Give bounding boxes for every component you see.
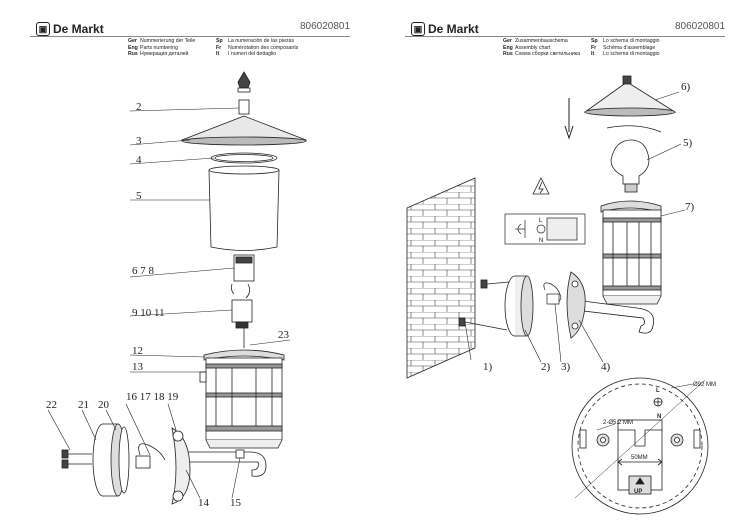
part-9-11-holder bbox=[231, 299, 253, 323]
exploded-parts-diagram: 2 3 4 5 6 7 8 9 10 11 12 13 23 22 21 20 … bbox=[46, 71, 308, 509]
label-parts-6-7-8: 6 7 8 bbox=[132, 265, 155, 277]
down-arrow-icon bbox=[564, 98, 574, 140]
label-part-15: 15 bbox=[230, 497, 242, 509]
brand-logo: ▣ De Markt bbox=[411, 22, 479, 36]
step-4-bracket bbox=[566, 271, 586, 339]
brand-logo-icon: ▣ bbox=[36, 22, 50, 36]
label-part-13: 13 bbox=[132, 361, 144, 373]
label-part-2: 2 bbox=[136, 101, 142, 113]
label-part-20: 20 bbox=[98, 399, 110, 411]
label-part-12: 12 bbox=[132, 345, 143, 357]
brick-wall bbox=[406, 177, 476, 379]
mounting-plate-detail bbox=[571, 377, 709, 515]
product-sku: 806020801 bbox=[675, 21, 726, 32]
label-parts-16-19: 16 17 18 19 bbox=[126, 391, 179, 403]
step-7-lantern bbox=[600, 200, 662, 305]
label-part-5: 5 bbox=[136, 190, 142, 202]
brand-logo-icon: ▣ bbox=[411, 22, 425, 36]
detail-up: UP bbox=[634, 489, 642, 495]
detail-diameter: Ø92 MM bbox=[693, 382, 716, 388]
header-rule bbox=[30, 36, 350, 37]
part-16-19-bracket bbox=[171, 427, 191, 505]
brand-logo: ▣ De Markt bbox=[36, 22, 104, 36]
step-3-wires bbox=[543, 282, 562, 305]
brand-name: De Markt bbox=[53, 22, 104, 36]
detail-spacing: 50MM bbox=[631, 455, 648, 461]
label-step-1: 1) bbox=[483, 361, 493, 373]
wiring-terminal-box bbox=[504, 213, 586, 245]
step-5-bulb bbox=[606, 125, 662, 193]
detail-L: L bbox=[656, 388, 660, 394]
label-part-23: 23 bbox=[278, 329, 290, 341]
finial-part bbox=[237, 71, 251, 93]
label-step-2: 2) bbox=[541, 361, 551, 373]
label-part-14: 14 bbox=[198, 497, 210, 509]
label-step-3: 3) bbox=[561, 361, 571, 373]
terminal-L-label: L bbox=[539, 218, 543, 224]
part-14-15-arm bbox=[185, 449, 267, 477]
step-4-arm bbox=[574, 299, 655, 334]
terminal-N-label: N bbox=[539, 238, 543, 244]
detail-N: N bbox=[657, 414, 661, 420]
detail-holes: 2-Ø5.2 MM bbox=[603, 420, 633, 426]
label-step-5: 5) bbox=[683, 137, 693, 149]
label-parts-9-10-11: 9 10 11 bbox=[132, 307, 165, 319]
part-12-13-lantern bbox=[199, 349, 285, 449]
warning-electric-icon bbox=[532, 177, 550, 195]
label-step-7: 7) bbox=[685, 201, 695, 213]
label-part-4: 4 bbox=[136, 154, 142, 166]
part-20-22-baseplate bbox=[61, 423, 130, 497]
step-6-cap bbox=[583, 75, 677, 117]
product-sku: 806020801 bbox=[300, 21, 351, 32]
header-rule bbox=[405, 36, 725, 37]
part-5-glass bbox=[208, 169, 280, 251]
label-step-4: 4) bbox=[601, 361, 611, 373]
label-part-3: 3 bbox=[136, 135, 142, 147]
label-part-22: 22 bbox=[46, 399, 57, 411]
label-step-6: 6) bbox=[681, 81, 691, 93]
part-2-nut bbox=[238, 99, 250, 115]
brand-name: De Markt bbox=[428, 22, 479, 36]
label-part-21: 21 bbox=[78, 399, 89, 411]
step-2-baseplate bbox=[504, 275, 534, 337]
assembly-diagram: L N bbox=[406, 75, 716, 515]
